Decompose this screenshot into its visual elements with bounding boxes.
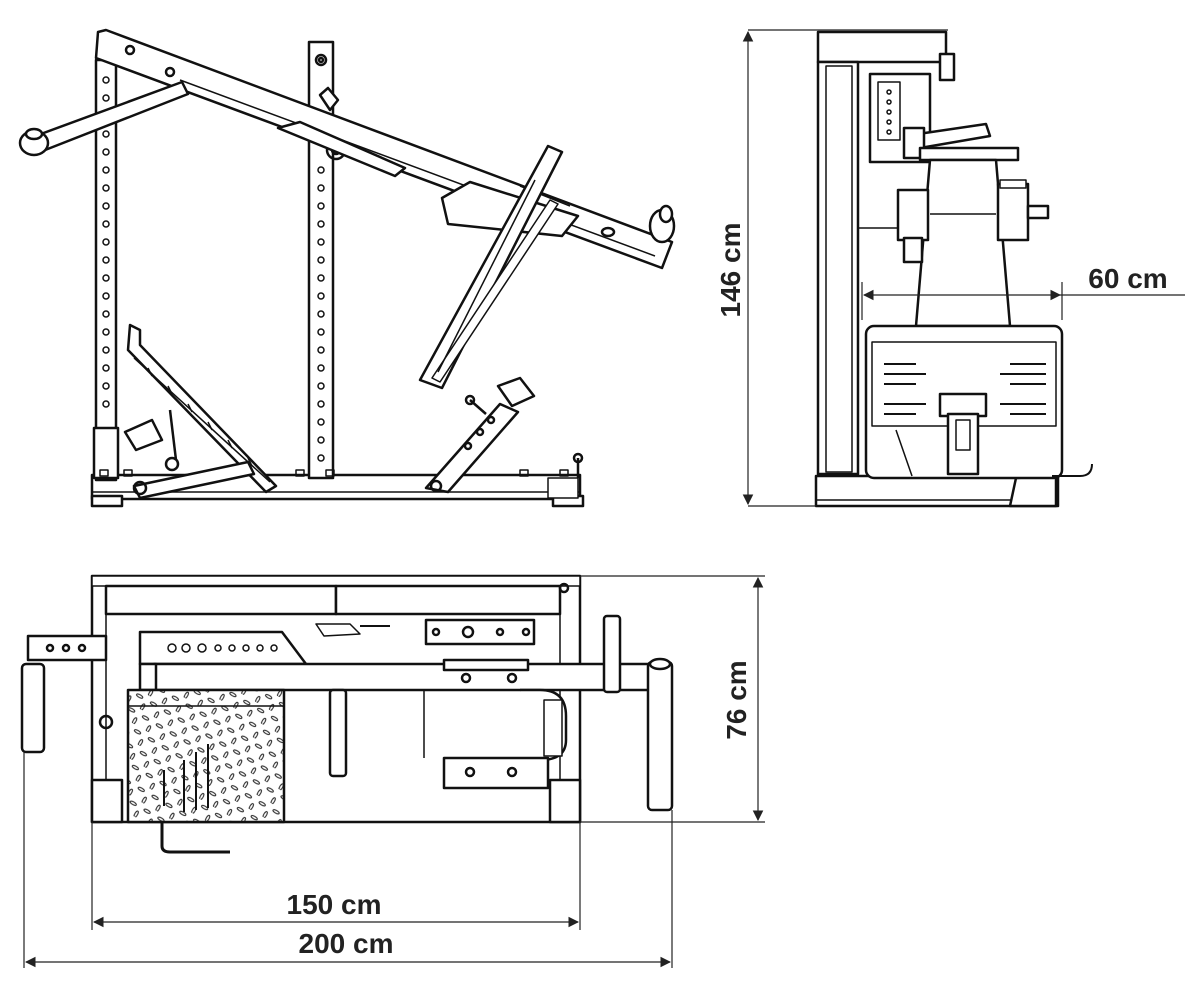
top-lower-bracket (442, 756, 550, 790)
front-crossbar (918, 146, 1020, 162)
rear-incline-rack (126, 323, 278, 494)
top-rail (104, 584, 338, 616)
dim-label-height: 146 cm (715, 223, 746, 318)
front-footpad (938, 392, 988, 418)
front-upright-holes (317, 166, 325, 462)
top-post-center (328, 688, 348, 778)
dim-label-depth-top: 76 cm (721, 660, 752, 739)
top-post-right (602, 614, 622, 694)
top-footplate (442, 658, 530, 672)
top-checker-plate (126, 688, 286, 824)
top-perforated-bar (138, 630, 308, 666)
top-bottom-handle (160, 822, 230, 854)
front-cone (914, 158, 1012, 328)
top-front-horn (646, 660, 674, 812)
dim-label-width-total: 200 cm (299, 928, 394, 959)
lever-arm (94, 28, 674, 270)
front-horn-left (896, 188, 930, 242)
top-foot-left (90, 778, 124, 824)
front-view (814, 30, 1093, 508)
top-foot-right (548, 778, 582, 824)
base-foot-left (90, 494, 124, 508)
dimension-lines (23, 29, 1185, 968)
dim-label-depth-side: 60 cm (1088, 263, 1167, 294)
top-rear-arm (26, 634, 108, 662)
top-view (20, 574, 674, 854)
top-rear-horn (20, 662, 46, 754)
top-lever-beam (152, 662, 656, 692)
top-carriage (424, 618, 536, 646)
side-view (18, 28, 676, 508)
footrest-strut (424, 402, 520, 494)
front-horn-right (996, 182, 1030, 242)
front-top-cap (816, 30, 948, 64)
dim-label-width-frame: 150 cm (287, 889, 382, 920)
